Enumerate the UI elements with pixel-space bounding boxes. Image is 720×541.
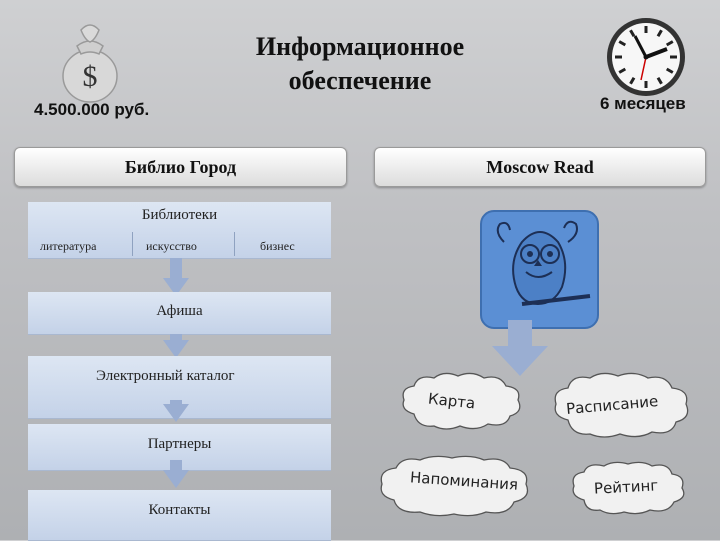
clock-icon xyxy=(607,18,685,96)
afisha-bar: Афиша xyxy=(28,292,331,335)
budget-amount: 4.500.000 руб. xyxy=(34,100,150,119)
title-line-1: Информационное xyxy=(255,32,465,61)
cloud-rating xyxy=(572,461,685,515)
svg-text:$: $ xyxy=(83,60,98,93)
subitem-divider xyxy=(132,232,133,256)
header-moscow-read-label: Moscow Read xyxy=(486,156,594,177)
subitem-business: бизнес xyxy=(260,239,295,253)
cloud-schedule xyxy=(554,372,689,438)
cloud-rating-label: Рейтинг xyxy=(593,476,659,498)
subitem-divider xyxy=(234,232,235,256)
down-arrow-icon xyxy=(163,404,189,422)
owl-drawing xyxy=(496,220,591,306)
money-bag-icon: $ xyxy=(62,24,118,103)
down-arrow-icon xyxy=(163,278,189,296)
subitem-art: искусство xyxy=(146,239,197,253)
down-arrow-icon xyxy=(163,470,189,488)
cloud-reminders xyxy=(380,455,529,517)
afisha-label: Афиша xyxy=(156,303,203,319)
header-biblio-gorod: Библио Город xyxy=(14,147,347,187)
partners-label: Партнеры xyxy=(147,436,212,452)
libraries-label: Библиотеки xyxy=(141,207,218,223)
down-arrow-icon xyxy=(163,340,189,358)
cloud-map xyxy=(402,372,521,430)
duration-label: 6 месяцев xyxy=(600,94,686,113)
contacts-label: Контакты xyxy=(148,502,211,518)
subitem-literature: литература xyxy=(40,239,97,253)
title-line-2: обеспечение xyxy=(288,66,432,95)
catalog-label: Электронный каталог xyxy=(96,368,235,384)
owl-logo-icon xyxy=(480,210,599,329)
header-moscow-read: Moscow Read xyxy=(374,147,706,187)
header-biblio-gorod-label: Библио Город xyxy=(124,156,237,177)
contacts-bar: Контакты xyxy=(28,490,331,541)
big-down-arrow-icon xyxy=(492,320,548,376)
libraries-bar: Библиотеки литература искусство бизнес xyxy=(28,202,331,259)
page-title: Информационное обеспечение xyxy=(190,30,530,98)
